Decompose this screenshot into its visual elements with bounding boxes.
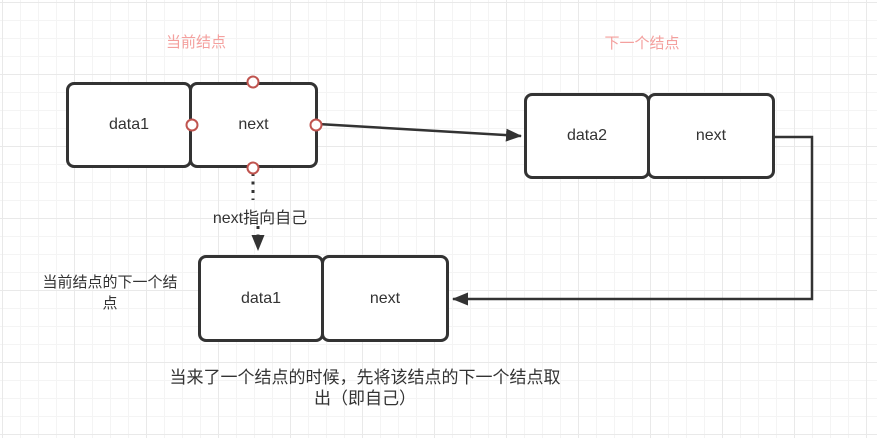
current-node-data-cell[interactable]: data1 <box>66 82 192 168</box>
next-node-label[interactable]: 下一个结点 <box>604 35 680 52</box>
next-node-data-cell[interactable]: data2 <box>524 93 650 179</box>
extracted-node-next-cell[interactable]: next <box>321 255 449 342</box>
extracted-node-data-text: data1 <box>240 289 282 307</box>
current-node-label[interactable]: 当前结点 <box>165 34 226 51</box>
next-node-next-text: next <box>695 127 727 144</box>
current-node-next-text: next <box>238 116 269 133</box>
arrow-current-to-next[interactable] <box>317 122 522 142</box>
extracted-node-next-text: next <box>369 289 401 307</box>
extracted-node-caption[interactable]: 当前结点的下一个结点 <box>42 274 178 312</box>
current-node-next-cell[interactable]: next <box>189 82 318 168</box>
current-node-data-text: data1 <box>108 116 150 133</box>
next-node-data-text: data2 <box>566 127 608 144</box>
bottom-explanation-text[interactable]: 当来了一个结点的时候，先将该结点的下一个结点取出（即自己） <box>169 368 561 408</box>
next-node-next-cell[interactable]: next <box>647 93 775 179</box>
next-points-to-self-label[interactable]: next指向自己 <box>212 210 308 227</box>
extracted-node-data-cell[interactable]: data1 <box>198 255 324 342</box>
